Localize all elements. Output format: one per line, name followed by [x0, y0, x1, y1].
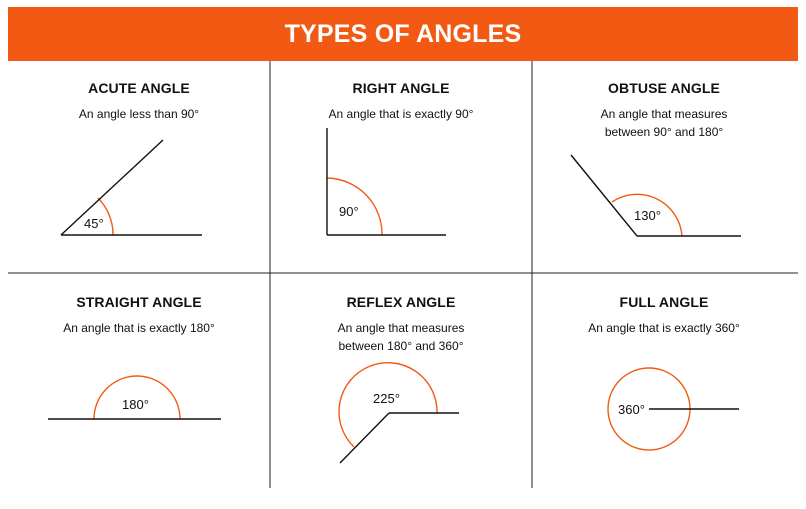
right-angle-arc — [326, 177, 383, 236]
acute-angle-ray-arm — [60, 139, 164, 236]
straight-angle-description: An angle that is exactly 180° — [63, 321, 215, 335]
reflex-angle-value: 225° — [373, 391, 400, 406]
obtuse-angle-figure: 130° — [570, 154, 741, 237]
acute-angle-description: An angle less than 90° — [78, 107, 200, 121]
reflex-angle-ray-arm — [339, 412, 390, 464]
title-banner: TYPES OF ANGLES — [8, 7, 798, 61]
obtuse-angle-arc — [611, 193, 683, 237]
right-angle-description: An angle that is exactly 90° — [328, 107, 474, 121]
straight-angle-cell: STRAIGHT ANGLE An angle that is exactly … — [8, 294, 270, 337]
full-angle-value: 360° — [618, 402, 645, 417]
reflex-angle-title: REFLEX ANGLE — [346, 294, 456, 310]
obtuse-angle-description: An angle that measures between 90° and 1… — [600, 107, 728, 139]
full-angle-cell: FULL ANGLE An angle that is exactly 360° — [533, 294, 795, 337]
acute-angle-value: 45° — [84, 216, 104, 231]
right-angle-figure: 90° — [326, 128, 446, 236]
full-angle-description: An angle that is exactly 360° — [588, 321, 740, 335]
reflex-angle-cell: REFLEX ANGLE An angle that measures betw… — [270, 294, 532, 355]
obtuse-angle-value: 130° — [634, 208, 661, 223]
reflex-angle-arc — [338, 362, 438, 448]
full-angle-title: FULL ANGLE — [619, 294, 709, 310]
grid-lines — [8, 61, 798, 488]
acute-angle-cell: ACUTE ANGLE An angle less than 90° — [8, 80, 270, 123]
page-title: TYPES OF ANGLES — [284, 19, 522, 48]
obtuse-angle-ray-arm — [570, 154, 638, 237]
reflex-angle-figure: 225° — [338, 362, 459, 464]
straight-angle-value: 180° — [122, 397, 149, 412]
full-angle-figure: 360° — [607, 367, 739, 451]
acute-angle-figure: 45° — [60, 139, 202, 236]
acute-angle-title: ACUTE ANGLE — [88, 80, 190, 96]
reflex-angle-description: An angle that measures between 180° and … — [337, 321, 465, 353]
right-angle-value: 90° — [339, 204, 359, 219]
straight-angle-title: STRAIGHT ANGLE — [76, 294, 202, 310]
right-angle-title: RIGHT ANGLE — [352, 80, 450, 96]
straight-angle-figure: 180° — [48, 375, 221, 420]
obtuse-angle-title: OBTUSE ANGLE — [608, 80, 720, 96]
straight-angle-arc — [93, 375, 181, 420]
right-angle-cell: RIGHT ANGLE An angle that is exactly 90° — [270, 80, 532, 123]
acute-angle-arc — [97, 197, 114, 236]
obtuse-angle-cell: OBTUSE ANGLE An angle that measures betw… — [533, 80, 795, 141]
